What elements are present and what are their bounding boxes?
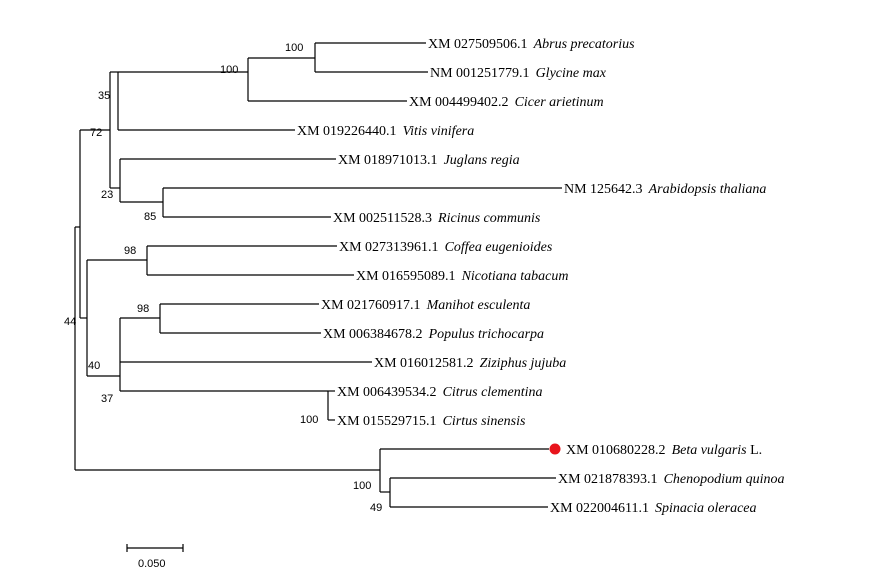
bootstrap-value: 98 xyxy=(137,303,149,315)
scale-bar-label: 0.050 xyxy=(138,558,166,570)
bootstrap-value: 100 xyxy=(353,480,371,492)
bootstrap-value: 72 xyxy=(90,127,102,139)
scale-bar: 0.050 xyxy=(126,544,184,570)
bootstrap-value: 85 xyxy=(144,211,156,223)
bootstrap-value: 44 xyxy=(64,316,76,328)
bootstrap-value: 40 xyxy=(88,360,100,372)
bootstrap-value: 49 xyxy=(370,502,382,514)
bootstrap-value: 100 xyxy=(220,64,238,76)
bootstrap-value: 100 xyxy=(300,414,318,426)
bootstrap-value: 23 xyxy=(101,189,113,201)
bootstrap-value: 37 xyxy=(101,393,113,405)
tree-branches xyxy=(74,42,562,508)
bootstrap-value: 35 xyxy=(98,90,110,102)
bootstrap-values: 100 100 35 72 23 85 98 98 40 37 100 44 1… xyxy=(64,42,382,514)
highlight-marker-dot xyxy=(549,443,561,455)
bootstrap-value: 98 xyxy=(124,245,136,257)
bootstrap-value: 100 xyxy=(285,42,303,54)
